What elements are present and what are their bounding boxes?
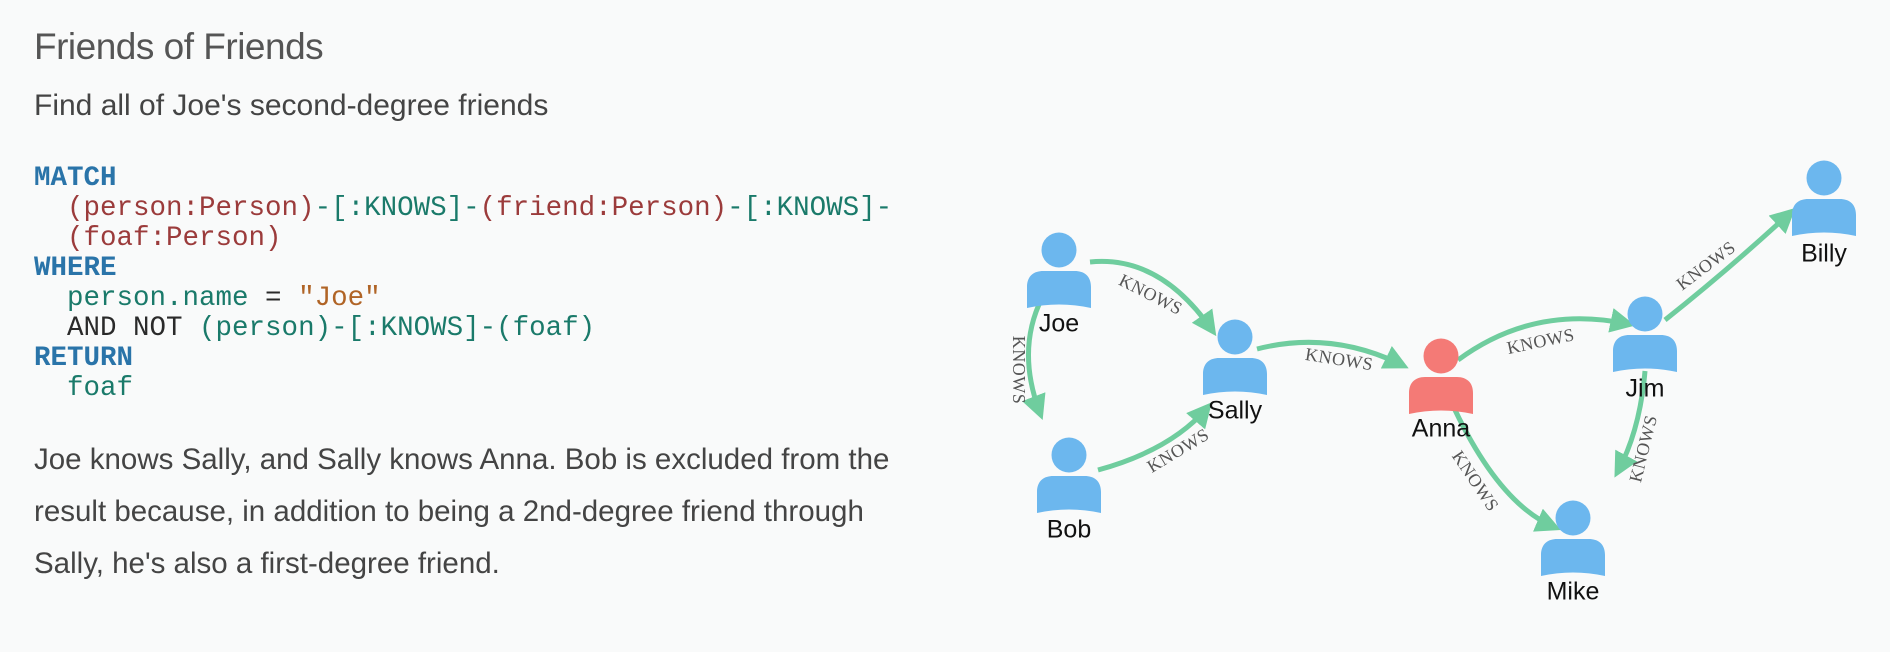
condition-value: "Joe" xyxy=(298,283,381,314)
not-node-foaf: (foaf) xyxy=(496,313,596,344)
keyword-return: RETURN xyxy=(34,343,134,374)
edge-jim-billy xyxy=(1663,207,1796,322)
edge-anna-mike xyxy=(1452,408,1561,532)
node-pattern-foaf: (foaf:Person) xyxy=(67,223,282,254)
page-subtitle: Find all of Joe's second-degree friends xyxy=(34,89,549,122)
edge-label-joe-sally: KNOWS xyxy=(1116,270,1186,319)
node-sally: Sally xyxy=(1203,319,1267,425)
node-label-joe: Joe xyxy=(1039,310,1079,338)
edge-joe-sally xyxy=(1089,258,1217,337)
keyword-match: MATCH xyxy=(34,163,117,194)
description-text: Joe knows Sally, and Sally knows Anna. B… xyxy=(34,443,890,580)
node-billy: Billy xyxy=(1792,160,1856,268)
page-title: Friends of Friends xyxy=(34,26,324,67)
node-label-bob: Bob xyxy=(1047,516,1091,544)
edge-anna-jim xyxy=(1456,308,1636,363)
edge-sally-anna xyxy=(1256,339,1409,369)
node-label-billy: Billy xyxy=(1801,240,1847,268)
node-label-jim: Jim xyxy=(1626,375,1665,403)
node-bob: Bob xyxy=(1037,437,1101,544)
edge-joe-bob xyxy=(1022,296,1046,421)
not-node-person: (person) xyxy=(199,313,332,344)
person-icon xyxy=(1409,338,1473,414)
node-label-sally: Sally xyxy=(1208,397,1263,425)
condition-operator: = xyxy=(248,283,299,314)
node-label-mike: Mike xyxy=(1547,578,1600,606)
not-rel-knows: -[:KNOWS]- xyxy=(331,313,497,344)
node-label-anna: Anna xyxy=(1412,415,1470,443)
person-icon xyxy=(1792,160,1856,236)
edge-bob-sally xyxy=(1097,402,1212,473)
rel-pattern-knows: -[:KNOWS]- xyxy=(727,193,893,224)
edge-jim-mike xyxy=(1614,370,1648,478)
condition-property: person.name xyxy=(67,283,249,314)
node-pattern-person: (person:Person) xyxy=(67,193,315,224)
edge-label-joe-bob: KNOWS xyxy=(1009,336,1029,405)
rel-pattern-knows: -[:KNOWS]- xyxy=(314,193,480,224)
keyword-and-not: AND NOT xyxy=(67,313,200,344)
person-icon xyxy=(1203,319,1267,395)
return-value: foaf xyxy=(67,373,134,404)
keyword-where: WHERE xyxy=(34,253,117,284)
node-joe: Joe xyxy=(1027,232,1091,338)
person-icon xyxy=(1541,500,1605,576)
node-jim: Jim xyxy=(1613,296,1677,403)
node-pattern-friend: (friend:Person) xyxy=(479,193,728,224)
person-icon xyxy=(1037,437,1101,513)
person-icon xyxy=(1027,232,1091,308)
node-anna: Anna xyxy=(1409,338,1473,443)
person-icon xyxy=(1613,296,1677,372)
cypher-query-block: MATCH (person:Person)-[:KNOWS]-(friend:P… xyxy=(34,164,892,404)
node-mike: Mike xyxy=(1541,500,1605,606)
